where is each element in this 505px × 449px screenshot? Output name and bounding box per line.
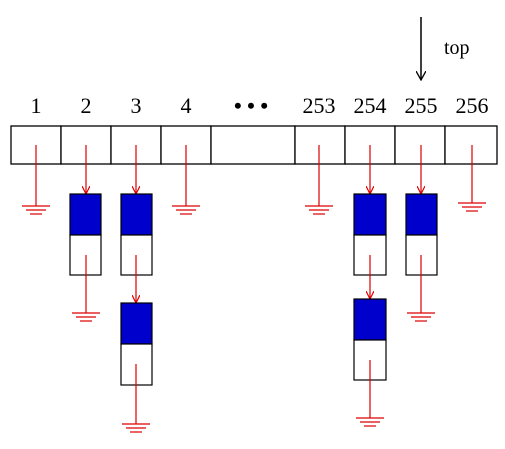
- slot-label-253: 253: [303, 93, 336, 118]
- list-node-data: [69, 193, 102, 236]
- null-ground: [72, 255, 100, 322]
- chain-slot-3: [120, 145, 153, 433]
- slot-label-2: 2: [81, 93, 92, 118]
- chain-slot-255: [405, 145, 438, 322]
- slot-label-254: 254: [354, 93, 387, 118]
- list-node-data: [120, 302, 153, 345]
- null-ground-slot-4: [172, 145, 200, 215]
- list-node-data: [353, 298, 387, 341]
- null-ground: [356, 360, 384, 427]
- slot-label-255: 255: [405, 93, 438, 118]
- null-ground: [407, 255, 435, 322]
- null-pointers: [22, 145, 486, 215]
- ellipsis: • • •: [234, 93, 268, 118]
- null-ground: [122, 364, 150, 433]
- slot-label-256: 256: [456, 93, 489, 118]
- null-ground-slot-253: [305, 145, 333, 215]
- slot-cell-gap: [210, 125, 296, 165]
- slot-label-1: 1: [31, 93, 42, 118]
- slot-cell-255: [394, 125, 446, 165]
- list-node-data: [120, 193, 153, 236]
- slot-label-3: 3: [131, 93, 142, 118]
- null-ground-slot-1: [22, 145, 50, 215]
- list-node-data: [353, 193, 387, 236]
- slot-cell-253: [294, 125, 346, 165]
- slot-cell-256: [444, 125, 498, 165]
- null-ground-slot-256: [458, 145, 486, 212]
- list-node-data: [405, 193, 438, 236]
- chain-slot-2: [69, 145, 102, 322]
- slot-label-4: 4: [181, 93, 192, 118]
- chain-slot-254: [353, 145, 387, 427]
- bucket-array: [10, 125, 498, 165]
- top-pointer-label: top: [444, 37, 470, 59]
